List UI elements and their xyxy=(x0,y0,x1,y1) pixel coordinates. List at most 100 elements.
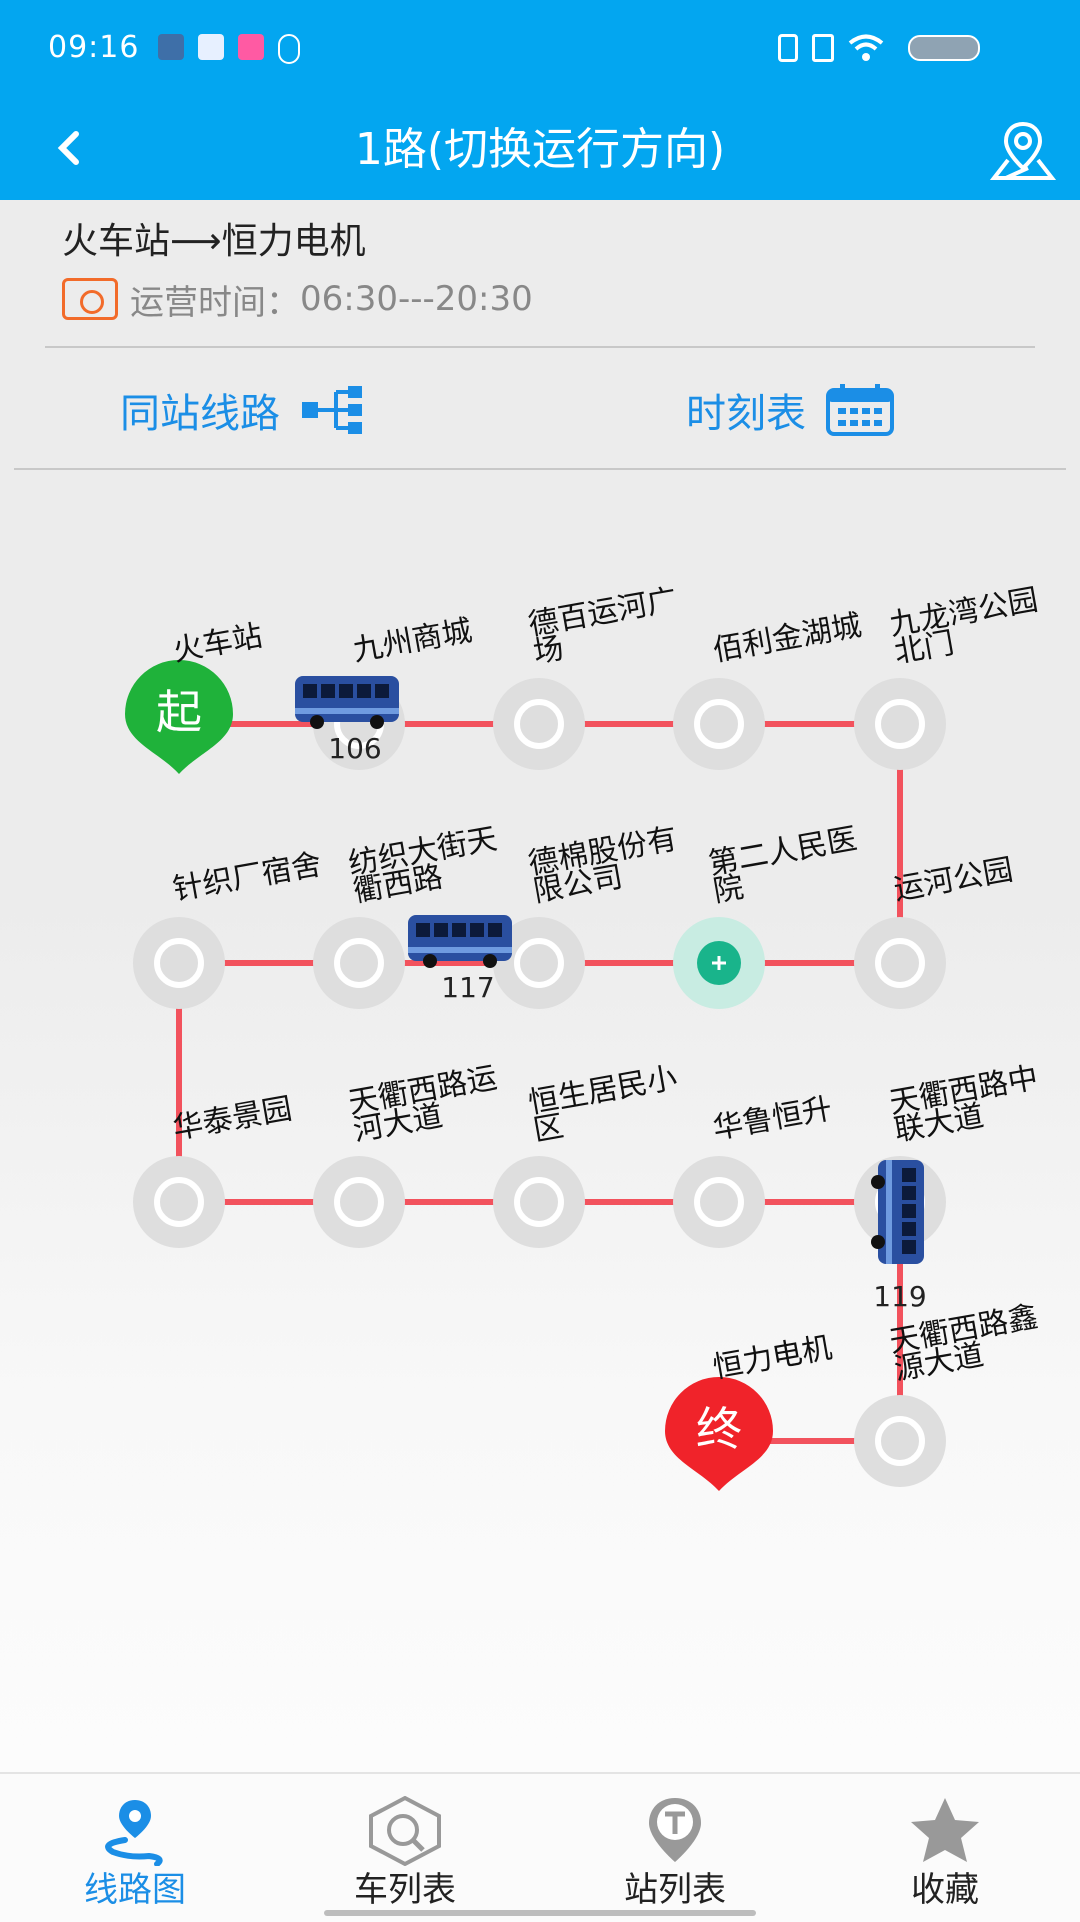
page-title[interactable]: 1路(切换运行方向) xyxy=(354,124,726,175)
stop-marker[interactable] xyxy=(493,678,585,770)
bottom-tab-bar: 线路图 车列表 站列表 收藏 xyxy=(0,1772,1080,1922)
stop-marker[interactable] xyxy=(313,917,405,1009)
star-icon xyxy=(911,1798,979,1862)
back-arrow-icon[interactable] xyxy=(48,124,88,172)
stop-name[interactable]: 九龙湾公园北门 xyxy=(887,582,1046,670)
bus-body xyxy=(295,676,399,722)
stop-name[interactable]: 运河公园 xyxy=(891,852,1015,907)
tab-favorites[interactable]: 收藏 xyxy=(810,1774,1080,1922)
stop-marker[interactable] xyxy=(854,678,946,770)
route-branch-icon xyxy=(302,386,362,434)
bus-window xyxy=(357,684,371,698)
bus-stripe xyxy=(408,947,512,953)
stop-name-line: 佰利金湖城 xyxy=(710,608,864,669)
bus-window xyxy=(902,1204,916,1218)
stop-halo xyxy=(493,1156,585,1248)
stop-name[interactable]: 纺织大街天衢西路 xyxy=(346,821,505,909)
stop-name[interactable]: 第二人民医院 xyxy=(706,821,865,909)
vibrate-icon xyxy=(778,34,798,62)
stop-name[interactable]: 火车站 xyxy=(170,618,265,668)
bus-marker[interactable]: 119 xyxy=(871,1160,927,1313)
tab-bus-list[interactable]: 车列表 xyxy=(270,1774,540,1922)
bus-wheel xyxy=(423,954,437,968)
status-time: 09:16 xyxy=(48,30,140,65)
stop-ring xyxy=(875,699,925,749)
bus-icon xyxy=(871,1160,924,1264)
stop-marker[interactable] xyxy=(673,678,765,770)
tab-stop-list[interactable]: 站列表 xyxy=(540,1774,810,1922)
end-marker[interactable]: 终 xyxy=(665,1377,773,1491)
hours-label: 运营时间： xyxy=(130,282,300,323)
bus-icon xyxy=(408,915,512,968)
stop-halo xyxy=(313,917,405,1009)
bus-search-icon xyxy=(369,1796,441,1866)
bus-marker[interactable]: 106 xyxy=(295,676,399,765)
bus-number: 117 xyxy=(441,971,494,1004)
calendar-icon xyxy=(826,384,894,436)
stop-ring xyxy=(694,699,744,749)
start-marker-label: 起 xyxy=(156,685,202,739)
stop-marker[interactable] xyxy=(854,1395,946,1487)
map-location-icon[interactable] xyxy=(988,116,1058,186)
stop-ring xyxy=(334,938,384,988)
stop-marker[interactable] xyxy=(133,1156,225,1248)
stop-name-line: 院 xyxy=(711,870,747,910)
bus-window xyxy=(902,1222,916,1236)
stop-halo xyxy=(313,1156,405,1248)
stop-marker[interactable] xyxy=(673,1156,765,1248)
divider xyxy=(14,468,1066,470)
stop-name[interactable]: 恒力电机 xyxy=(710,1330,834,1385)
timetable-button[interactable]: 时刻表 xyxy=(686,378,894,442)
stop-name[interactable]: 天衢西路中联大道 xyxy=(887,1060,1046,1148)
same-station-routes-button[interactable]: 同站线路 xyxy=(120,378,368,442)
notification-icons xyxy=(158,34,300,64)
stop-name-line: 九州商城 xyxy=(350,613,474,668)
stop-name[interactable]: 针织厂宿舍 xyxy=(170,847,324,908)
stop-ring xyxy=(154,1177,204,1227)
bus-marker[interactable]: 117 xyxy=(408,915,512,1004)
bus-window xyxy=(902,1168,916,1182)
hours-value: 06:30---20:30 xyxy=(300,279,533,319)
stop-name-line: 恒力电机 xyxy=(710,1330,834,1385)
route-map: 起终 火车站 九州商城德百运河广场佰利金湖城九龙湾公园北门运河公园第二人民医院德棉… xyxy=(125,582,1046,1491)
stop-marker[interactable] xyxy=(493,917,585,1009)
bus-window xyxy=(339,684,353,698)
stop-marker-highlighted[interactable] xyxy=(673,917,765,1009)
stop-halo xyxy=(854,678,946,770)
stop-name[interactable]: 华鲁恒升 xyxy=(710,1091,834,1146)
stop-name[interactable]: 德百运河广场 xyxy=(526,582,685,670)
stop-marker[interactable] xyxy=(854,917,946,1009)
stop-halo xyxy=(133,1156,225,1248)
bus-window xyxy=(375,684,389,698)
tab-route-map[interactable]: 线路图 xyxy=(0,1774,270,1922)
stop-halo xyxy=(493,678,585,770)
home-indicator xyxy=(324,1910,756,1916)
stop-marker[interactable] xyxy=(313,1156,405,1248)
start-marker[interactable]: 起 xyxy=(125,660,233,774)
tab-label: 站列表 xyxy=(624,1870,726,1910)
stop-name[interactable]: 恒生居民小区 xyxy=(526,1060,685,1148)
usb-icon xyxy=(278,34,300,64)
divider xyxy=(45,346,1035,348)
stop-name[interactable]: 德棉股份有限公司 xyxy=(526,821,685,909)
stop-name-line: 区 xyxy=(531,1109,567,1149)
stop-name-line: 火车站 xyxy=(170,618,265,668)
bus-stripe xyxy=(886,1160,892,1264)
stop-marker[interactable] xyxy=(493,1156,585,1248)
bus-body xyxy=(878,1160,924,1264)
stop-name[interactable]: 天衢西路运河大道 xyxy=(346,1060,505,1148)
bus-stop-icon xyxy=(649,1798,701,1862)
stop-marker[interactable] xyxy=(133,917,225,1009)
bus-number: 119 xyxy=(873,1280,926,1313)
bus-window xyxy=(303,684,317,698)
stop-halo xyxy=(673,1156,765,1248)
route-map-icon xyxy=(105,1800,163,1866)
end-pin-icon xyxy=(665,1377,773,1491)
stop-name[interactable]: 华泰景园 xyxy=(170,1091,294,1146)
stop-ring xyxy=(154,938,204,988)
stop-name-line: 运河公园 xyxy=(891,852,1015,907)
stop-ring xyxy=(514,1177,564,1227)
stop-name[interactable]: 佰利金湖城 xyxy=(710,608,864,669)
bus-window xyxy=(470,923,484,937)
stop-name[interactable]: 九州商城 xyxy=(350,613,474,668)
